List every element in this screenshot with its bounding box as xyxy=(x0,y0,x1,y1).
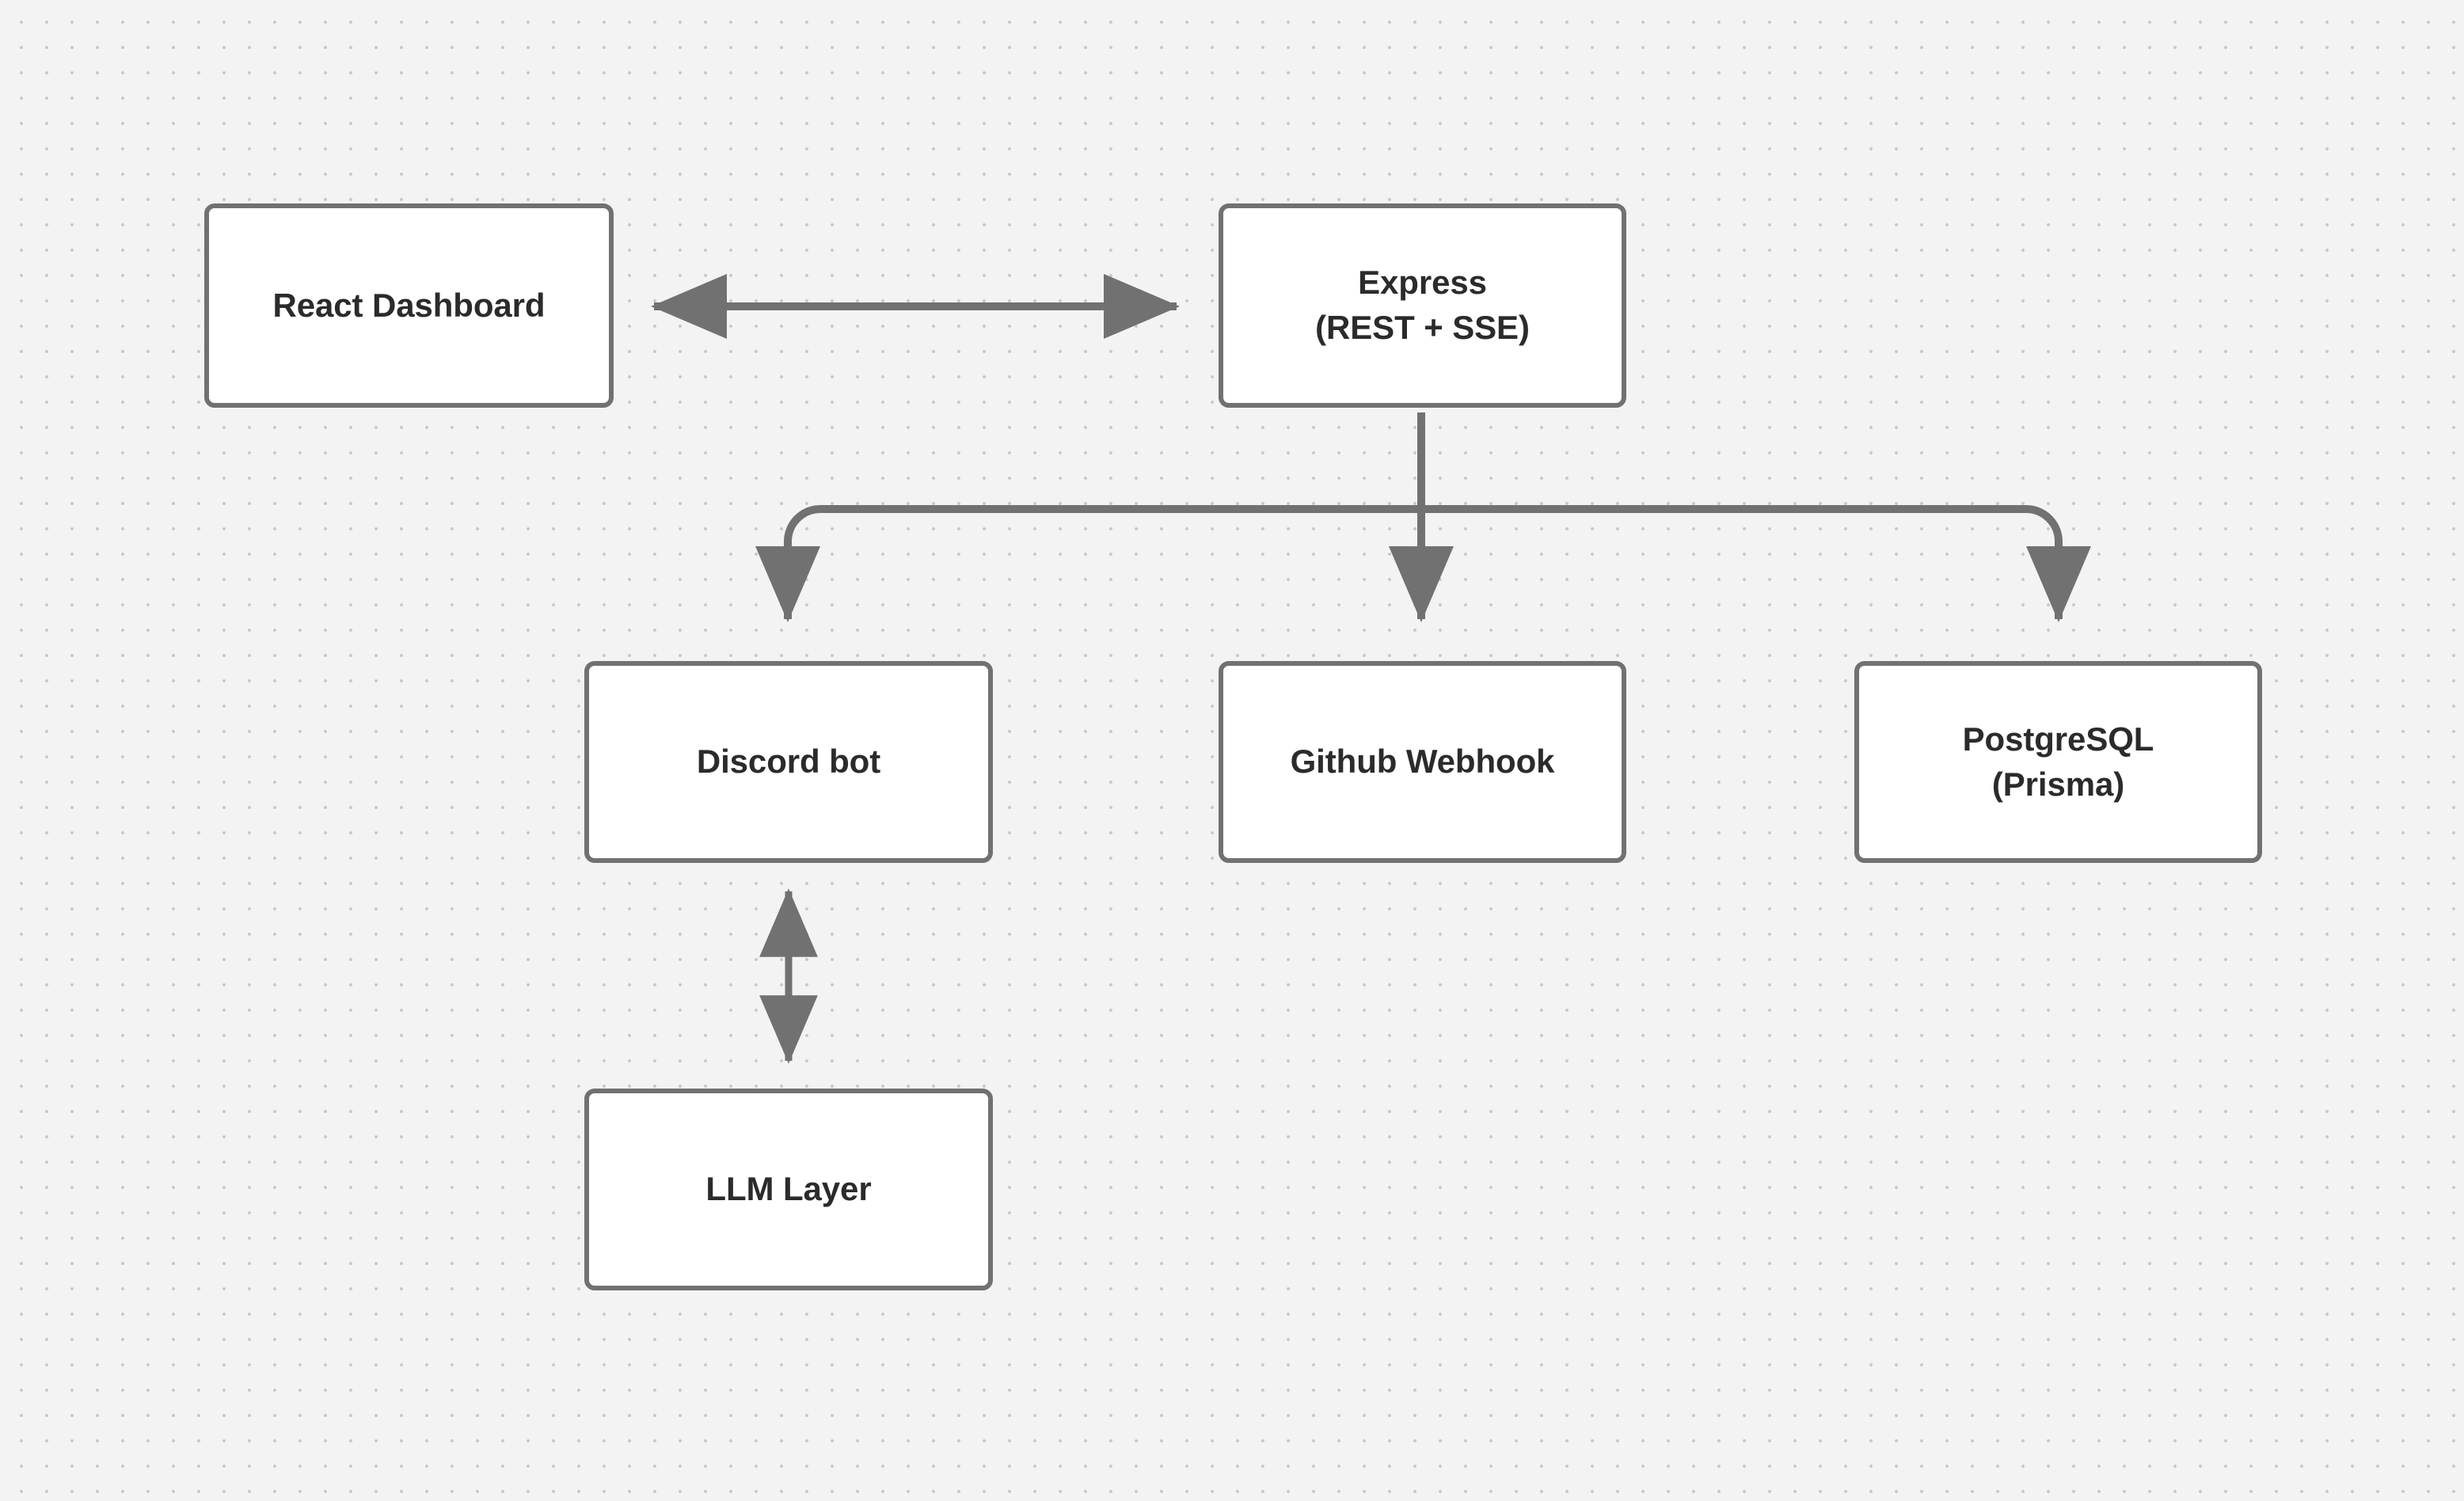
node-label-github-webhook: Github Webhook xyxy=(1290,743,1555,781)
node-discord-bot[interactable]: Discord bot xyxy=(584,661,993,863)
node-label-llm-layer: LLM Layer xyxy=(705,1170,872,1208)
node-github-webhook[interactable]: Github Webhook xyxy=(1219,661,1626,863)
node-sublabel-express: (REST + SSE) xyxy=(1315,309,1530,346)
edge-express--postgresql xyxy=(1421,505,2091,623)
node-postgresql[interactable]: PostgreSQL (Prisma) xyxy=(1854,661,2262,863)
node-llm-layer[interactable]: LLM Layer xyxy=(584,1089,993,1290)
node-react-dashboard[interactable]: React Dashboard xyxy=(204,203,614,408)
node-sublabel-postgresql: (Prisma) xyxy=(1991,765,2125,803)
node-label-react-dashboard: React Dashboard xyxy=(272,286,546,324)
edge-express--discord-bot xyxy=(755,505,1421,623)
node-label-express: Express xyxy=(1358,264,1487,302)
node-express[interactable]: Express (REST + SSE) xyxy=(1219,203,1626,408)
node-label-postgresql: PostgreSQL xyxy=(1962,720,2154,758)
node-label-discord-bot: Discord bot xyxy=(696,743,881,781)
